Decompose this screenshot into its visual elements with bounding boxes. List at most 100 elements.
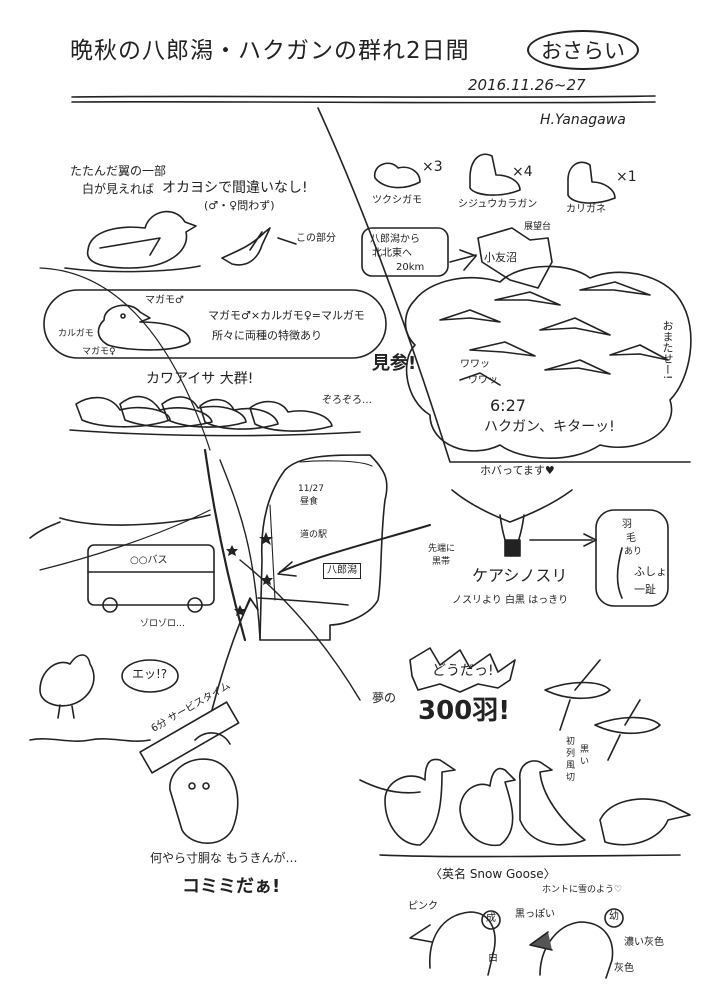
gadwall-pointer-label: この部分 [296, 233, 336, 244]
roadside-station-label: 道の駅 [300, 530, 328, 540]
owl-name: コミミだぁ! [182, 876, 281, 897]
hybrid-box [43, 289, 387, 359]
flying-snow-goose-2 [594, 716, 661, 735]
gray-label: 灰色 [614, 963, 634, 974]
doudaa-label: どうだっ! [432, 663, 494, 679]
lwfg-count: ×1 [616, 169, 637, 185]
crowd-sound: ゾロゾロ… [140, 619, 186, 629]
direction-line-1: 八郎潟から [370, 234, 420, 245]
wingtip-line-1: 先端に [428, 544, 456, 554]
primaries-2: 列 [566, 749, 576, 759]
mallard-female-label: マガモ♀ [82, 347, 116, 357]
blackish-label: 黒っぽい [515, 909, 555, 920]
merganser-3 [161, 396, 247, 428]
gadwall-note-1: たたんだ翼の一部 [70, 164, 167, 178]
goosander-title: カワアイサ 大群! [146, 371, 254, 387]
white-label: 白 [488, 953, 498, 964]
bus-icon [87, 544, 215, 606]
author-signature: H.Yanagawa [540, 112, 626, 128]
buzzard-name: ケアシノスリ [472, 566, 568, 585]
primaries-3: 風 [566, 761, 576, 771]
otomo-pond [477, 227, 553, 289]
flying-snow-goose-1 [544, 681, 611, 700]
shelduck-count: ×3 [422, 159, 443, 175]
primaries-1: 初 [566, 737, 576, 747]
wawa-2: ワワッ [468, 375, 498, 386]
tarsus-label: ふしょ [634, 565, 667, 578]
like-snow: ホントに雪のよう♡ [542, 885, 623, 895]
hybrid-duck [97, 304, 191, 351]
mallard-male-label: マガモ♂ [145, 295, 184, 306]
bus-label: ○○バス [130, 555, 168, 566]
juvenile-goose-head [539, 921, 614, 979]
arrival-time: 6:27 [490, 396, 526, 415]
eh-bubble [121, 659, 179, 693]
hovering-label: ホバってます♥ [480, 464, 555, 477]
shelduck-icon [373, 162, 421, 189]
bill-pink-label: ピンク [408, 901, 438, 912]
page-title: 晩秋の八郎潟・ハクガンの群れ2日間 [70, 38, 470, 64]
snow-goose-4 [599, 798, 691, 846]
snow-goose-1 [384, 758, 456, 846]
snow-goose-3 [519, 760, 586, 846]
merganser-5 [249, 400, 333, 432]
direction-line-2: 北北東へ [372, 248, 412, 259]
merganser-4 [199, 398, 279, 430]
gadwall-sitting [86, 210, 197, 269]
service-time-box [139, 701, 240, 774]
rough-legged-buzzard [451, 489, 573, 523]
flock-cloud [404, 265, 692, 459]
hachirogata-map [259, 454, 388, 641]
direction-box [361, 227, 449, 277]
leg-detail-box [595, 509, 669, 607]
primaries-4: 切 [566, 773, 576, 783]
cackling-label: シジュウカラガン [458, 199, 538, 210]
english-name: 〈英名 Snow Goose〉 [430, 867, 556, 881]
omatase-label: おまたせー! [661, 320, 674, 380]
cackling-count: ×4 [512, 164, 533, 180]
spotbill-label: カルガモ [58, 329, 94, 339]
gadwall-note-4: (♂・♀問わず) [204, 199, 275, 212]
observatory-label: 展望台 [524, 222, 552, 232]
shelduck-label: ツクシガモ [372, 195, 422, 206]
lunch-date: 11/27 [298, 484, 324, 494]
lunch-label: 昼食 [300, 497, 319, 507]
trip-date: 2016.11.26~27 [468, 76, 586, 94]
black-2: い [580, 757, 590, 767]
buzzard-compare: ノスリより 白黒 はっきり [452, 595, 569, 606]
merganser-1 [75, 396, 171, 428]
gadwall-note-2: 白が見えれば [82, 182, 155, 196]
hachirogata-label: 八郎潟 [323, 563, 361, 579]
feather-3: あり [624, 547, 643, 557]
lesser-whitefronted-goose-icon [567, 161, 616, 204]
adult-goose-head [429, 911, 496, 976]
toe-label: 一趾 [634, 583, 656, 596]
wingtip-line-2: 黒帯 [432, 557, 451, 567]
review-badge: おさらい [527, 30, 639, 70]
surprised-bird [39, 654, 95, 707]
feather-1: 羽 [622, 519, 632, 530]
header-rule-top [71, 95, 656, 98]
snow-goose-count: 300羽! [418, 696, 511, 726]
kenzan-label: 見参! [372, 353, 417, 374]
otomo-pond-label: 小友沼 [484, 251, 517, 264]
wawa-1: ワワッ [460, 359, 490, 370]
snow-goose-2 [459, 767, 516, 847]
eh-label: エッ!? [132, 667, 168, 681]
short-eared-owl [169, 758, 239, 844]
hybrid-formula: マガモ♂×カルガモ♀=マルガモ [208, 309, 365, 322]
header-rule-bottom [71, 100, 656, 104]
owl-description: 何やら寸胴な もうきんが… [150, 851, 298, 865]
goosander-sound: ぞろぞろ… [322, 395, 372, 406]
lwfg-label: カリガネ [566, 204, 606, 215]
merganser-2 [119, 395, 213, 428]
cackling-goose-icon [469, 153, 521, 196]
adult-label: 成 [486, 913, 496, 924]
feather-2: 毛 [626, 533, 636, 544]
juvenile-label: 幼 [609, 911, 619, 922]
arrival-text: ハクガン、キターッ! [484, 419, 615, 435]
lunch-star [259, 532, 273, 545]
black-1: 黒 [580, 745, 590, 755]
gadwall-flying [221, 227, 271, 266]
